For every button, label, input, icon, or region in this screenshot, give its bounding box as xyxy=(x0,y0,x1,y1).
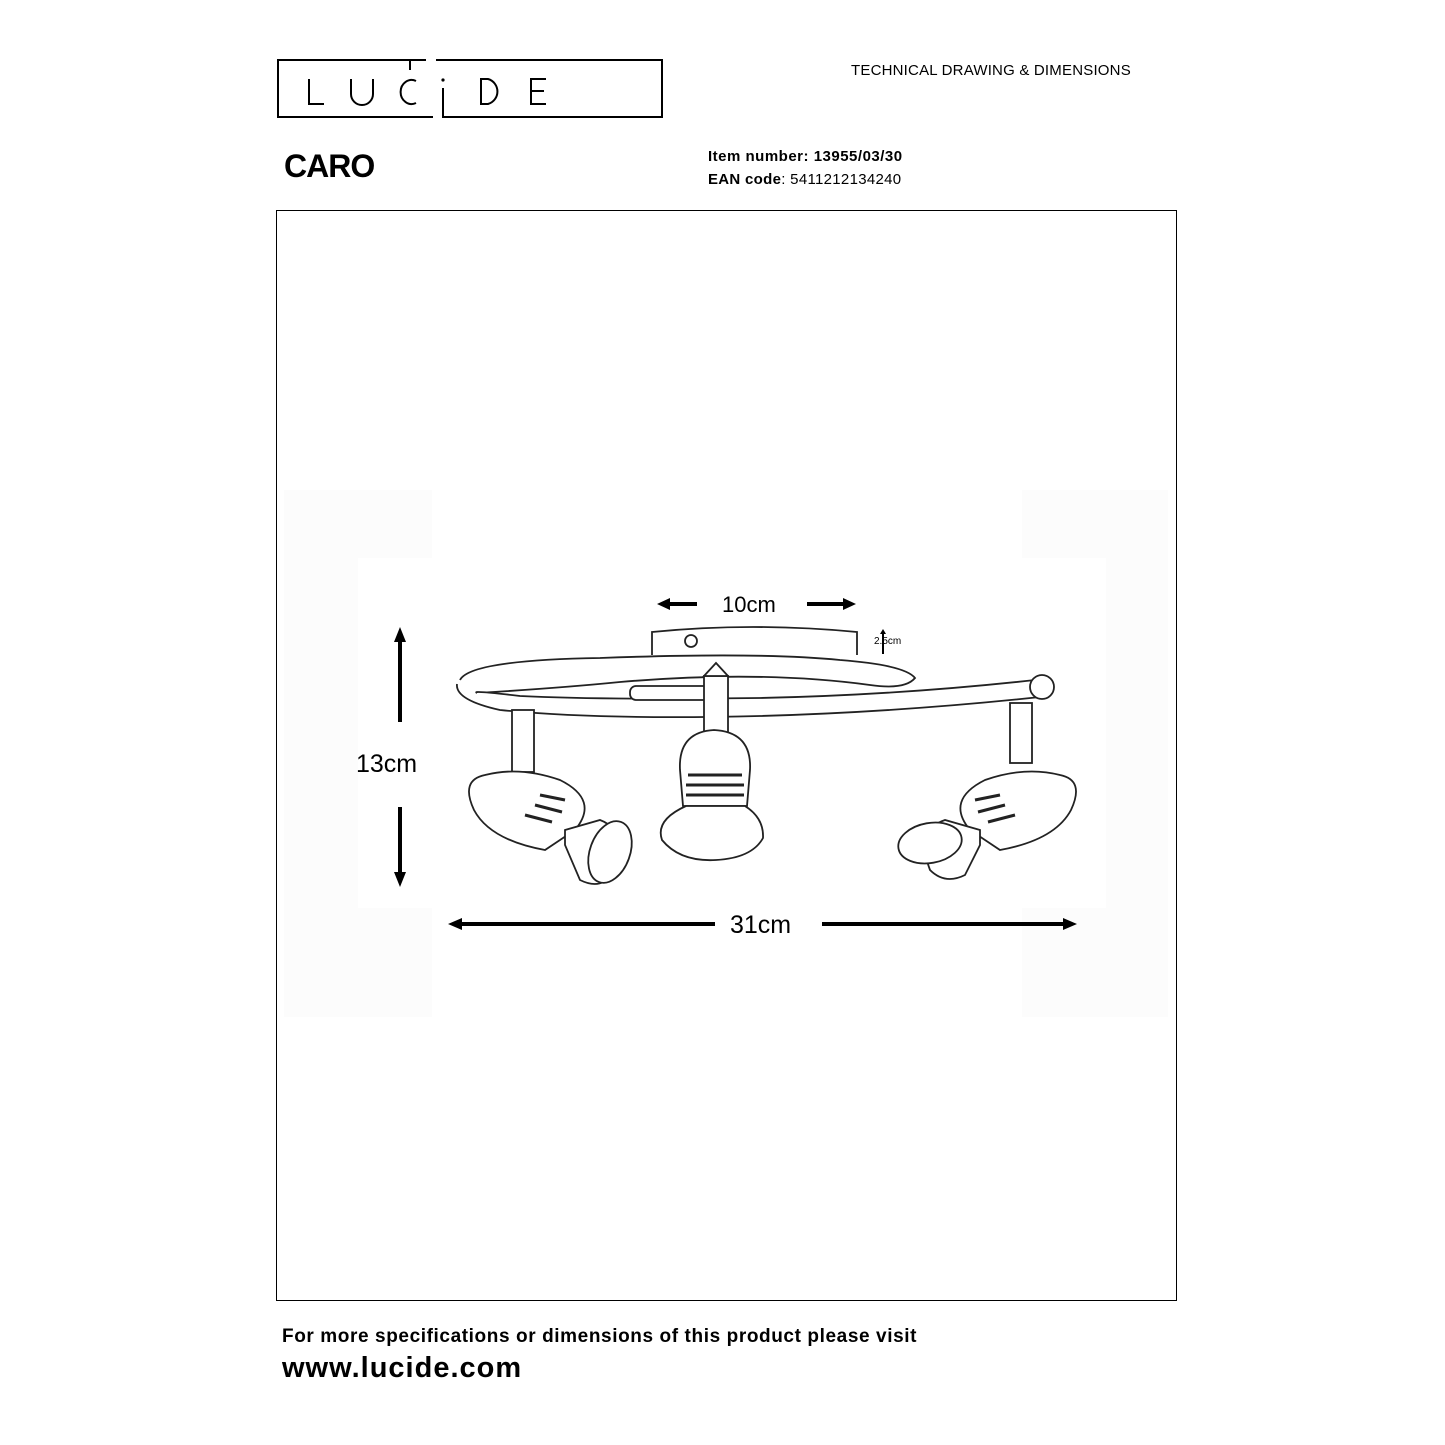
item-number: Item number: 13955/03/30 xyxy=(708,148,903,165)
dimension-width: 31cm xyxy=(730,911,792,939)
dimension-arrows xyxy=(394,598,1077,930)
product-name: CARO xyxy=(284,148,375,184)
dimension-base-width: 10cm xyxy=(722,592,776,617)
lamp-illustration xyxy=(456,626,1077,885)
ean-code: EAN code: 5411212134240 xyxy=(708,171,901,188)
dimension-base-height: 2.5cm xyxy=(874,636,902,647)
dimension-height: 13cm xyxy=(356,750,418,778)
drawing-frame xyxy=(276,210,1177,1301)
lamp-ribs xyxy=(524,773,1016,824)
website-link[interactable]: www.lucide.com xyxy=(282,1352,523,1384)
lucide-logo xyxy=(277,59,663,118)
ean-label: EAN code xyxy=(708,171,782,188)
item-number-value: 13955/03/30 xyxy=(813,148,903,165)
item-number-label: Item number: xyxy=(708,148,810,165)
footer-text: For more specifications or dimensions of… xyxy=(282,1326,918,1347)
ean-value: : 5411212134240 xyxy=(781,171,902,188)
document-type: TECHNICAL DRAWING & DIMENSIONS xyxy=(851,62,1131,79)
